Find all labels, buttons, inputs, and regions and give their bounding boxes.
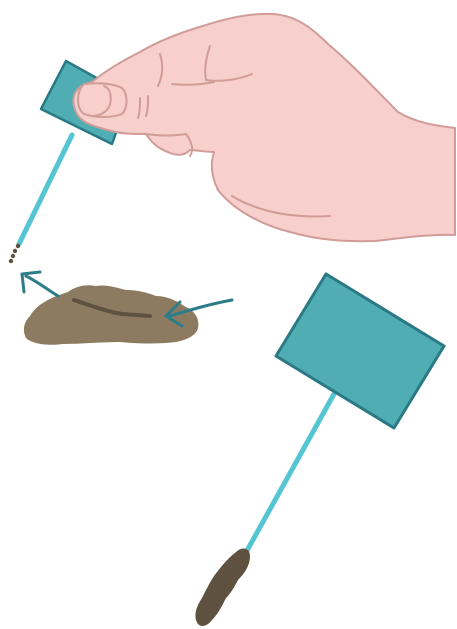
arrow-left-icon [20, 270, 60, 298]
swab-stick-top [16, 132, 75, 247]
sample-specks-icon [8, 243, 21, 264]
stool-sample-icon [23, 285, 199, 345]
swab-with-sample-icon [195, 272, 446, 626]
arrow-in-icon [164, 298, 234, 328]
hand-icon [72, 12, 456, 243]
